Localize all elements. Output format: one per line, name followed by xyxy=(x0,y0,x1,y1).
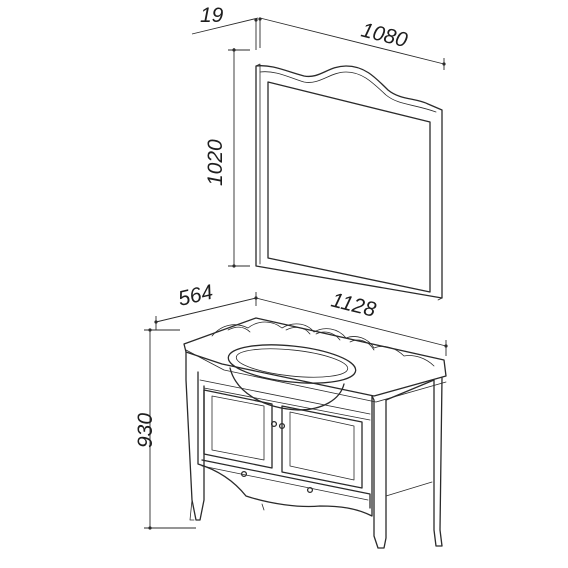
basin-rim xyxy=(227,344,357,384)
dim-mirror-width: 1080 xyxy=(259,17,446,70)
basin-inner xyxy=(235,348,349,378)
dim-cabinet-height: 930 xyxy=(134,328,196,530)
mirror-edge xyxy=(255,63,261,265)
vanity-cabinet xyxy=(183,317,447,549)
basin-bowl xyxy=(229,367,345,411)
dim-label-cabinet-height: 930 xyxy=(134,413,157,448)
backsplash-waves xyxy=(211,321,435,367)
right-door xyxy=(281,405,363,489)
dim-mirror-depth: 19 xyxy=(191,4,262,50)
right-side-panel xyxy=(385,377,443,547)
countertop xyxy=(183,317,447,397)
dim-label-cabinet-width: 1128 xyxy=(329,289,379,322)
front-apron xyxy=(197,371,373,517)
drawer xyxy=(201,459,371,509)
left-door-knob-icon xyxy=(270,420,278,428)
dim-mirror-height: 1020 xyxy=(204,48,250,268)
dim-label-mirror-width: 1080 xyxy=(359,19,410,53)
dim-label-cabinet-depth: 564 xyxy=(176,281,215,311)
mirror xyxy=(255,63,443,301)
drawer-knob-right-icon xyxy=(306,486,314,494)
right-door-knob-icon xyxy=(278,422,286,430)
mirror-frame-outer xyxy=(255,65,443,299)
left-door xyxy=(203,389,273,469)
mirror-inner-opening xyxy=(267,81,431,293)
dim-label-mirror-height: 1020 xyxy=(204,139,227,186)
right-front-leg xyxy=(371,395,387,549)
dim-label-mirror-depth: 19 xyxy=(200,4,224,27)
mirror-crest-line xyxy=(259,71,437,113)
drawer-knob-left-icon xyxy=(240,470,248,478)
left-front-leg xyxy=(185,351,205,521)
